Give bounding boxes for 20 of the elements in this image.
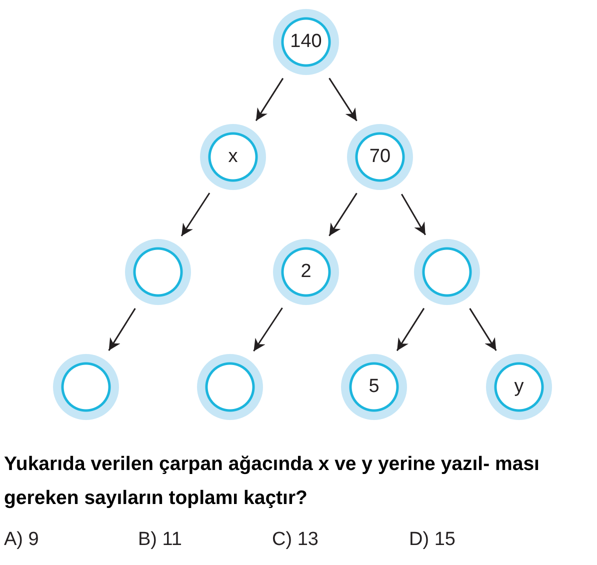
arrow <box>108 308 136 351</box>
answer-option: B) 11 <box>138 529 182 551</box>
arrow <box>255 78 284 122</box>
question-text: Yukarıda verilen çarpan ağacında x ve y yerine yazıl- ması gereken sayıların toplamı kaçtır? <box>4 452 540 512</box>
answer-option: D) 15 <box>409 529 456 551</box>
arrow <box>328 192 358 236</box>
number-circle: x <box>200 124 266 190</box>
arrow <box>469 308 497 351</box>
arrow <box>253 307 283 352</box>
arrow <box>396 308 425 352</box>
arrow <box>180 192 210 236</box>
answer-option: C) 13 <box>272 529 318 551</box>
number-circle: 70 <box>347 124 413 190</box>
number-circle: 2 <box>273 239 339 305</box>
arrow <box>401 194 426 236</box>
number-circle: 5 <box>341 354 407 420</box>
arrow <box>328 78 358 122</box>
number-circle: 140 <box>273 9 339 75</box>
number-circle: y <box>486 354 552 420</box>
answer-option: A) 9 <box>4 529 39 551</box>
